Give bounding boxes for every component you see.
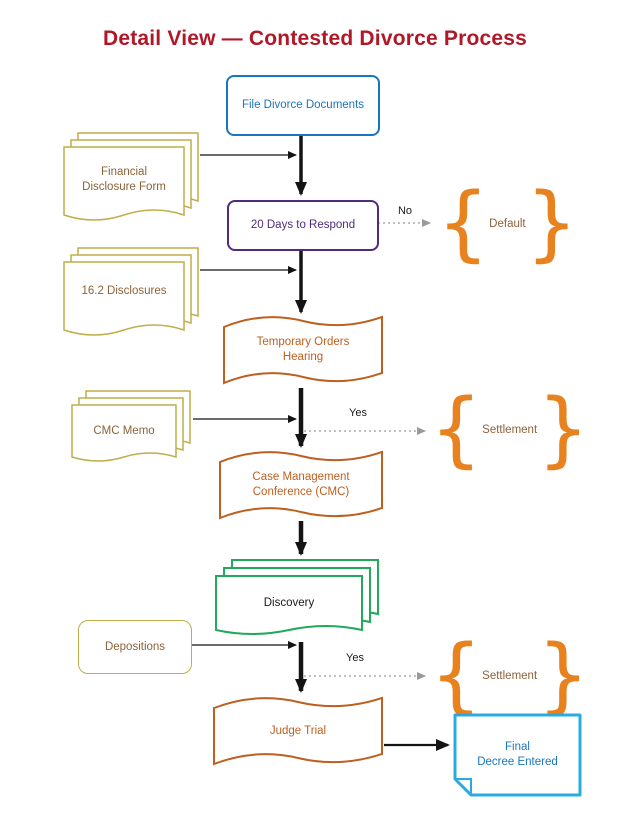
branch-settlement-2-label: Settlement xyxy=(482,670,538,682)
edge-label-no: No xyxy=(397,205,413,217)
edge-label-yes-2: Yes xyxy=(346,652,364,664)
multi-document-shape xyxy=(63,247,199,336)
right-brace-icon: } xyxy=(525,176,578,271)
node-label: Case Management Conference (CMC) xyxy=(252,471,350,498)
wave-banner-shape xyxy=(213,696,383,766)
wave-banner-shape xyxy=(223,315,383,385)
node-label: CMC Memo xyxy=(93,425,155,437)
node-judge-trial: Judge Trial xyxy=(213,694,383,768)
node-label: Judge Trial xyxy=(269,725,327,737)
wave-banner-shape xyxy=(219,450,383,520)
branch-default: { Default } xyxy=(437,176,578,271)
node-162-disclosures: 16.2 Disclosures xyxy=(63,247,206,348)
node-financial-disclosure-form: Financial Disclosure Form xyxy=(63,132,206,233)
note-corner-fold-shape xyxy=(453,713,582,797)
branch-settlement-1: { Settlement } xyxy=(430,389,589,471)
node-temporary-orders-hearing: Temporary Orders Hearing xyxy=(223,313,383,387)
node-case-management-conference: Case Management Conference (CMC) xyxy=(219,448,383,522)
node-discovery: Discovery xyxy=(215,559,388,640)
branch-settlement-1-label: Settlement xyxy=(482,424,538,436)
node-label: Discovery xyxy=(263,597,315,609)
edge-label-yes-1: Yes xyxy=(349,407,367,419)
node-cmc-memo: CMC Memo xyxy=(71,390,202,471)
left-brace-icon: { xyxy=(430,382,483,477)
branch-default-label: Default xyxy=(489,218,526,230)
node-final-decree-entered: Final Decree Entered xyxy=(453,713,582,797)
left-brace-icon: { xyxy=(437,176,490,271)
node-label: Financial Disclosure Form xyxy=(82,166,166,193)
node-label: Final Decree Entered xyxy=(477,741,558,768)
multi-document-shape xyxy=(63,132,199,221)
multi-document-shape xyxy=(215,559,379,635)
right-brace-icon: } xyxy=(537,628,590,723)
node-20-days-to-respond: 20 Days to Respond xyxy=(227,200,379,251)
page-title: Detail View — Contested Divorce Process xyxy=(102,27,528,50)
node-label: 16.2 Disclosures xyxy=(81,285,167,297)
right-brace-icon: } xyxy=(537,382,590,477)
node-depositions: Depositions xyxy=(78,620,192,674)
corner-fold-line xyxy=(455,778,472,795)
multi-document-shape xyxy=(71,390,191,462)
left-brace-icon: { xyxy=(430,628,483,723)
node-label: Temporary Orders Hearing xyxy=(256,336,350,363)
branch-settlement-2: { Settlement } xyxy=(430,635,589,717)
node-file-divorce-documents: File Divorce Documents xyxy=(226,75,380,136)
